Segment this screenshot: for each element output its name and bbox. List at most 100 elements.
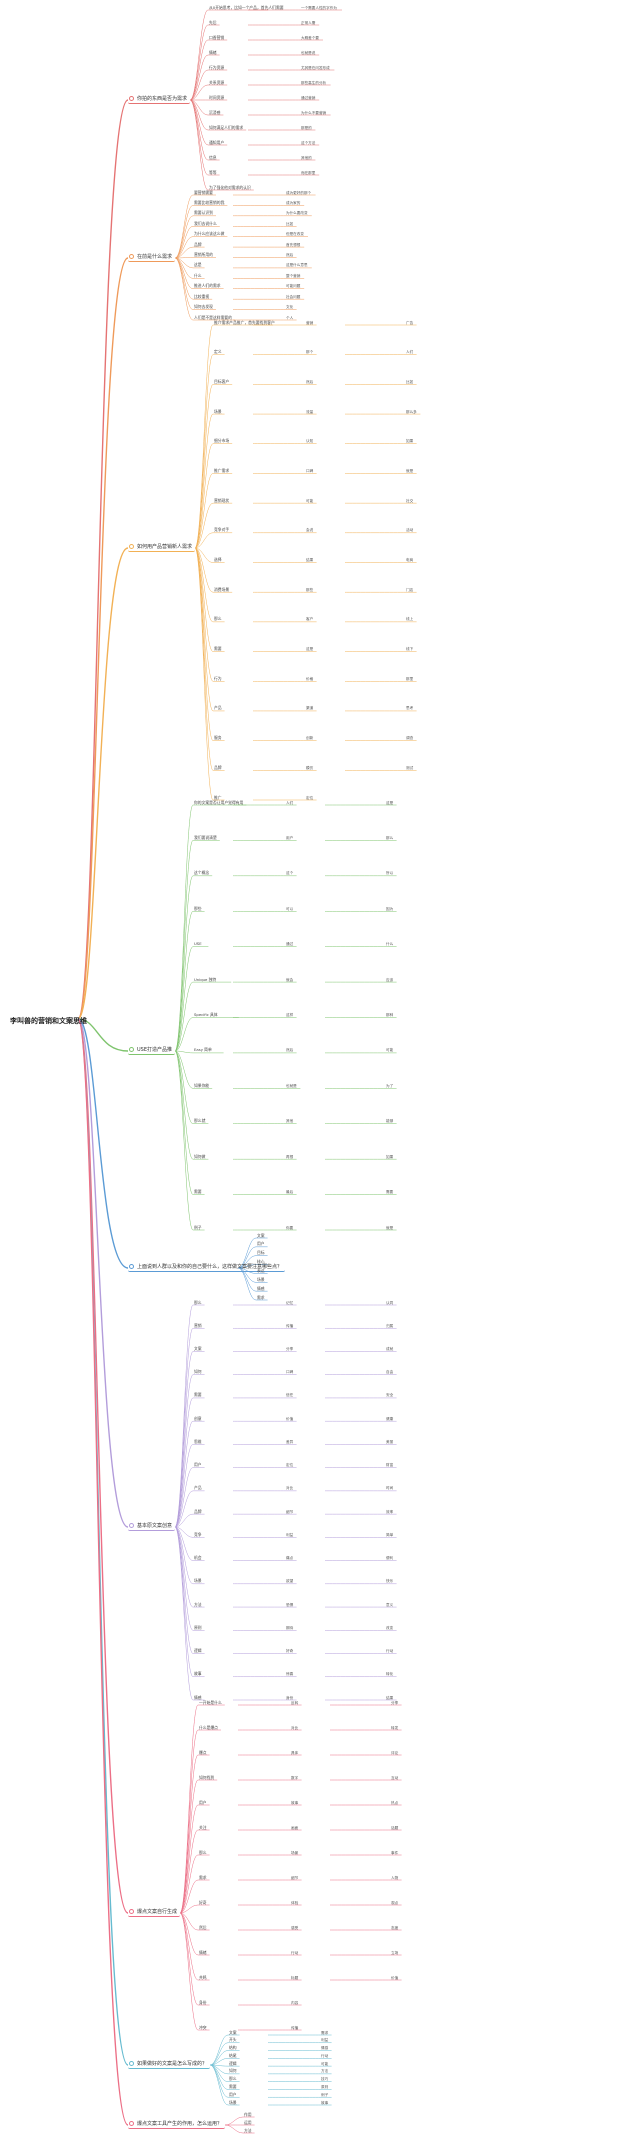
map-node[interactable]: 口香营销 [209,34,225,40]
map-node[interactable]: 那些 [194,905,202,911]
map-node[interactable]: 作用 [244,2111,252,2117]
map-node[interactable]: 互动 [391,1775,399,1780]
map-node[interactable]: 技巧 [321,2077,329,2082]
map-node[interactable]: 会说 [306,528,314,533]
map-node[interactable]: 对比 [286,1486,294,1491]
map-node[interactable]: 健康 [386,1416,394,1421]
map-node[interactable]: 共鸣 [199,1974,207,1980]
map-node[interactable]: 门店 [406,587,414,592]
branch-topic[interactable]: 基本原文案创意 [128,1521,176,1531]
map-node[interactable]: 反转 [291,1700,299,1705]
map-node[interactable]: 人们是不是这样需要的 [194,314,232,320]
map-node[interactable]: 例子 [321,2092,329,2097]
map-node[interactable]: 再想 [286,1154,294,1159]
map-node[interactable]: 传播 [286,1323,294,1328]
map-node[interactable]: 财富 [386,1463,394,1468]
map-node[interactable]: 效率 [386,1509,394,1514]
map-node[interactable]: 认知 [306,439,314,444]
map-node[interactable]: 需要认识到 [194,210,213,216]
map-node[interactable]: 情绪 [199,1949,207,1955]
map-node[interactable]: 用户 [199,1799,207,1805]
map-node[interactable]: 逻辑 [229,2060,237,2066]
map-node[interactable]: 可能 [321,2061,329,2066]
map-node[interactable]: 消费场景 [214,586,230,592]
map-node[interactable]: 通知用户 [209,139,225,145]
map-node[interactable]: 归属 [386,1323,394,1328]
map-node[interactable]: 利益 [286,1532,294,1537]
map-node[interactable]: 那么 [199,1849,207,1855]
map-node[interactable]: 所以 [386,871,394,876]
map-node[interactable]: 评论 [391,1750,399,1755]
map-node[interactable]: 结尾 [229,2052,237,2058]
map-node[interactable]: 如何满足人们的需求 [209,124,244,130]
map-node[interactable]: 结果 [386,1695,394,1700]
map-node[interactable]: 这个概念 [194,870,210,876]
map-node[interactable]: 推广需求 [214,467,230,473]
map-node[interactable]: 观点 [391,1900,399,1905]
map-node[interactable]: 情绪 [209,49,217,55]
map-node[interactable]: 然后 [286,253,294,257]
map-node[interactable]: 思考 [406,706,414,711]
map-node[interactable]: 如何找到 [199,1774,215,1780]
map-node[interactable]: 创新 [306,736,314,741]
map-node[interactable]: 可能 [306,498,314,503]
map-node[interactable]: 好奇 [286,1649,294,1654]
map-node[interactable]: 行为 [214,675,222,681]
map-node[interactable]: 转化 [386,1672,394,1677]
map-node[interactable]: 如何做 [194,1153,206,1159]
map-node[interactable]: Easy 简单 [194,1047,212,1053]
map-node[interactable]: 营销所用的 [194,252,213,257]
map-node[interactable]: 要营销需要 [194,189,213,195]
map-node[interactable]: 这是 [194,262,202,268]
map-node[interactable]: 需求 [257,1294,265,1300]
map-node[interactable]: 可以 [286,906,294,911]
map-node[interactable]: 身份 [199,1999,207,2005]
map-node[interactable]: 一开始是什么 [199,1699,222,1705]
map-node[interactable]: 具体 [291,1750,299,1755]
map-node[interactable]: 需要 [194,1392,202,1398]
map-node[interactable]: 分享 [391,1700,399,1705]
map-node[interactable]: 通过营销 [301,95,316,100]
map-node[interactable]: 如何去发现 [194,304,213,310]
map-node[interactable]: 欲望 [286,1579,294,1584]
map-node[interactable]: 身份 [286,1695,294,1700]
map-node[interactable]: 通过 [286,942,294,947]
map-node[interactable]: 营销 [194,1322,202,1328]
map-node[interactable]: Specific 具体 [194,1012,218,1017]
map-node[interactable]: 先后 [209,19,217,25]
map-node[interactable]: 最后 [286,1190,294,1195]
map-node[interactable]: 需求 [321,2030,329,2035]
branch-topic[interactable]: 你拍的东西是否为需求 [128,94,191,104]
map-node[interactable]: 其他的 [301,155,312,160]
map-node[interactable]: 情感 [194,1694,202,1700]
map-node[interactable]: 人们 [406,350,414,355]
map-node[interactable]: 需要 [229,2083,237,2089]
map-node[interactable]: 人们 [286,800,294,805]
map-node[interactable]: 也就是 [286,1083,297,1088]
map-node[interactable]: 如何 [194,1369,202,1375]
map-node[interactable]: 故事 [291,1800,299,1805]
map-node[interactable]: 我们要说清楚 [194,834,217,840]
map-node[interactable]: 创意 [194,1415,202,1421]
map-node[interactable]: 然后 [199,1924,207,1930]
map-node[interactable]: 价格 [306,676,314,681]
map-node[interactable]: 那么 [386,835,394,840]
map-node[interactable]: USE [194,941,202,947]
map-node[interactable]: 便利 [386,1556,394,1561]
map-node[interactable]: 爆点 [199,1749,207,1755]
map-node[interactable]: 思维 [194,1438,202,1444]
branch-topic[interactable]: 爆点文案自行生成 [128,1907,181,1917]
map-node[interactable]: 也就是说 [301,50,316,55]
map-node[interactable]: 原则 [194,1624,202,1630]
map-node[interactable]: 竞争 [194,1531,202,1537]
map-node[interactable]: 人物 [391,1875,399,1880]
map-node[interactable]: 表达 [257,1267,265,1273]
map-node[interactable]: 方法 [244,2127,252,2133]
map-node[interactable]: 可能问题 [286,284,301,289]
map-node[interactable]: 关注 [199,1824,207,1830]
map-node[interactable]: 整个营销 [286,273,301,278]
map-node[interactable]: 可能 [386,1048,394,1053]
map-node[interactable]: 立场 [391,1950,399,1955]
map-node[interactable]: 营销现状 [214,497,230,503]
map-node[interactable]: 然后 [306,379,314,384]
